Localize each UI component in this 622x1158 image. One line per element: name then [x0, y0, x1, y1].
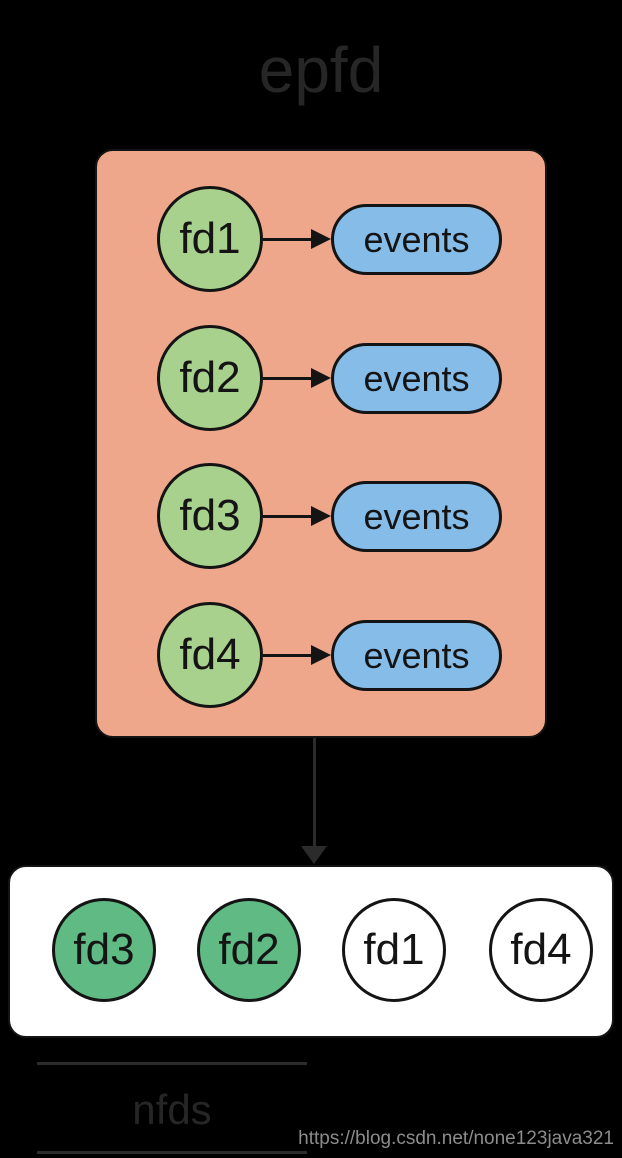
- fd-node: fd2: [157, 325, 263, 431]
- nfds-bracket-overline: [37, 1062, 307, 1065]
- fd-row: fd3 events: [97, 463, 545, 569]
- fd-row: fd1 events: [97, 186, 545, 292]
- fd-node: fd4: [157, 602, 263, 708]
- fd-node-label: fd4: [179, 630, 241, 679]
- idle-fd-node: fd1: [342, 898, 446, 1002]
- page-title: epfd: [258, 34, 384, 106]
- fd-node-label: fd1: [179, 214, 241, 263]
- idle-fd-node: fd4: [489, 898, 593, 1002]
- fd-node-label: fd2: [179, 353, 241, 402]
- fd-node: fd3: [157, 463, 263, 569]
- ready-fd-node: fd3: [52, 898, 156, 1002]
- events-node-label: events: [363, 495, 470, 537]
- arrow-right-icon: [263, 186, 331, 292]
- events-node: events: [331, 204, 502, 275]
- events-node-label: events: [363, 357, 470, 399]
- fd-node-label: fd3: [179, 491, 241, 540]
- events-node-label: events: [363, 218, 470, 260]
- nfds-bracket-underline: [37, 1151, 307, 1154]
- epfd-container: fd1 events fd2 events fd3: [95, 149, 547, 738]
- ready-list-container: fd3 fd2 fd1 fd4: [8, 865, 614, 1038]
- events-node: events: [331, 343, 502, 414]
- arrow-down-icon: [293, 738, 335, 864]
- arrow-right-icon: [263, 463, 331, 569]
- ready-fd-label: fd3: [73, 925, 135, 974]
- arrow-right-icon: [263, 325, 331, 431]
- arrow-right-icon: [263, 602, 331, 708]
- fd-row: fd2 events: [97, 325, 545, 431]
- watermark-url: https://blog.csdn.net/none123java321: [298, 1128, 614, 1149]
- events-node-label: events: [363, 634, 470, 676]
- fd-node: fd1: [157, 186, 263, 292]
- fd-row: fd4 events: [97, 602, 545, 708]
- events-node: events: [331, 620, 502, 691]
- idle-fd-label: fd1: [363, 925, 425, 974]
- idle-fd-label: fd4: [510, 925, 572, 974]
- events-node: events: [331, 481, 502, 552]
- nfds-label: nfds: [132, 1086, 212, 1133]
- ready-fd-node: fd2: [197, 898, 301, 1002]
- ready-fd-label: fd2: [218, 925, 280, 974]
